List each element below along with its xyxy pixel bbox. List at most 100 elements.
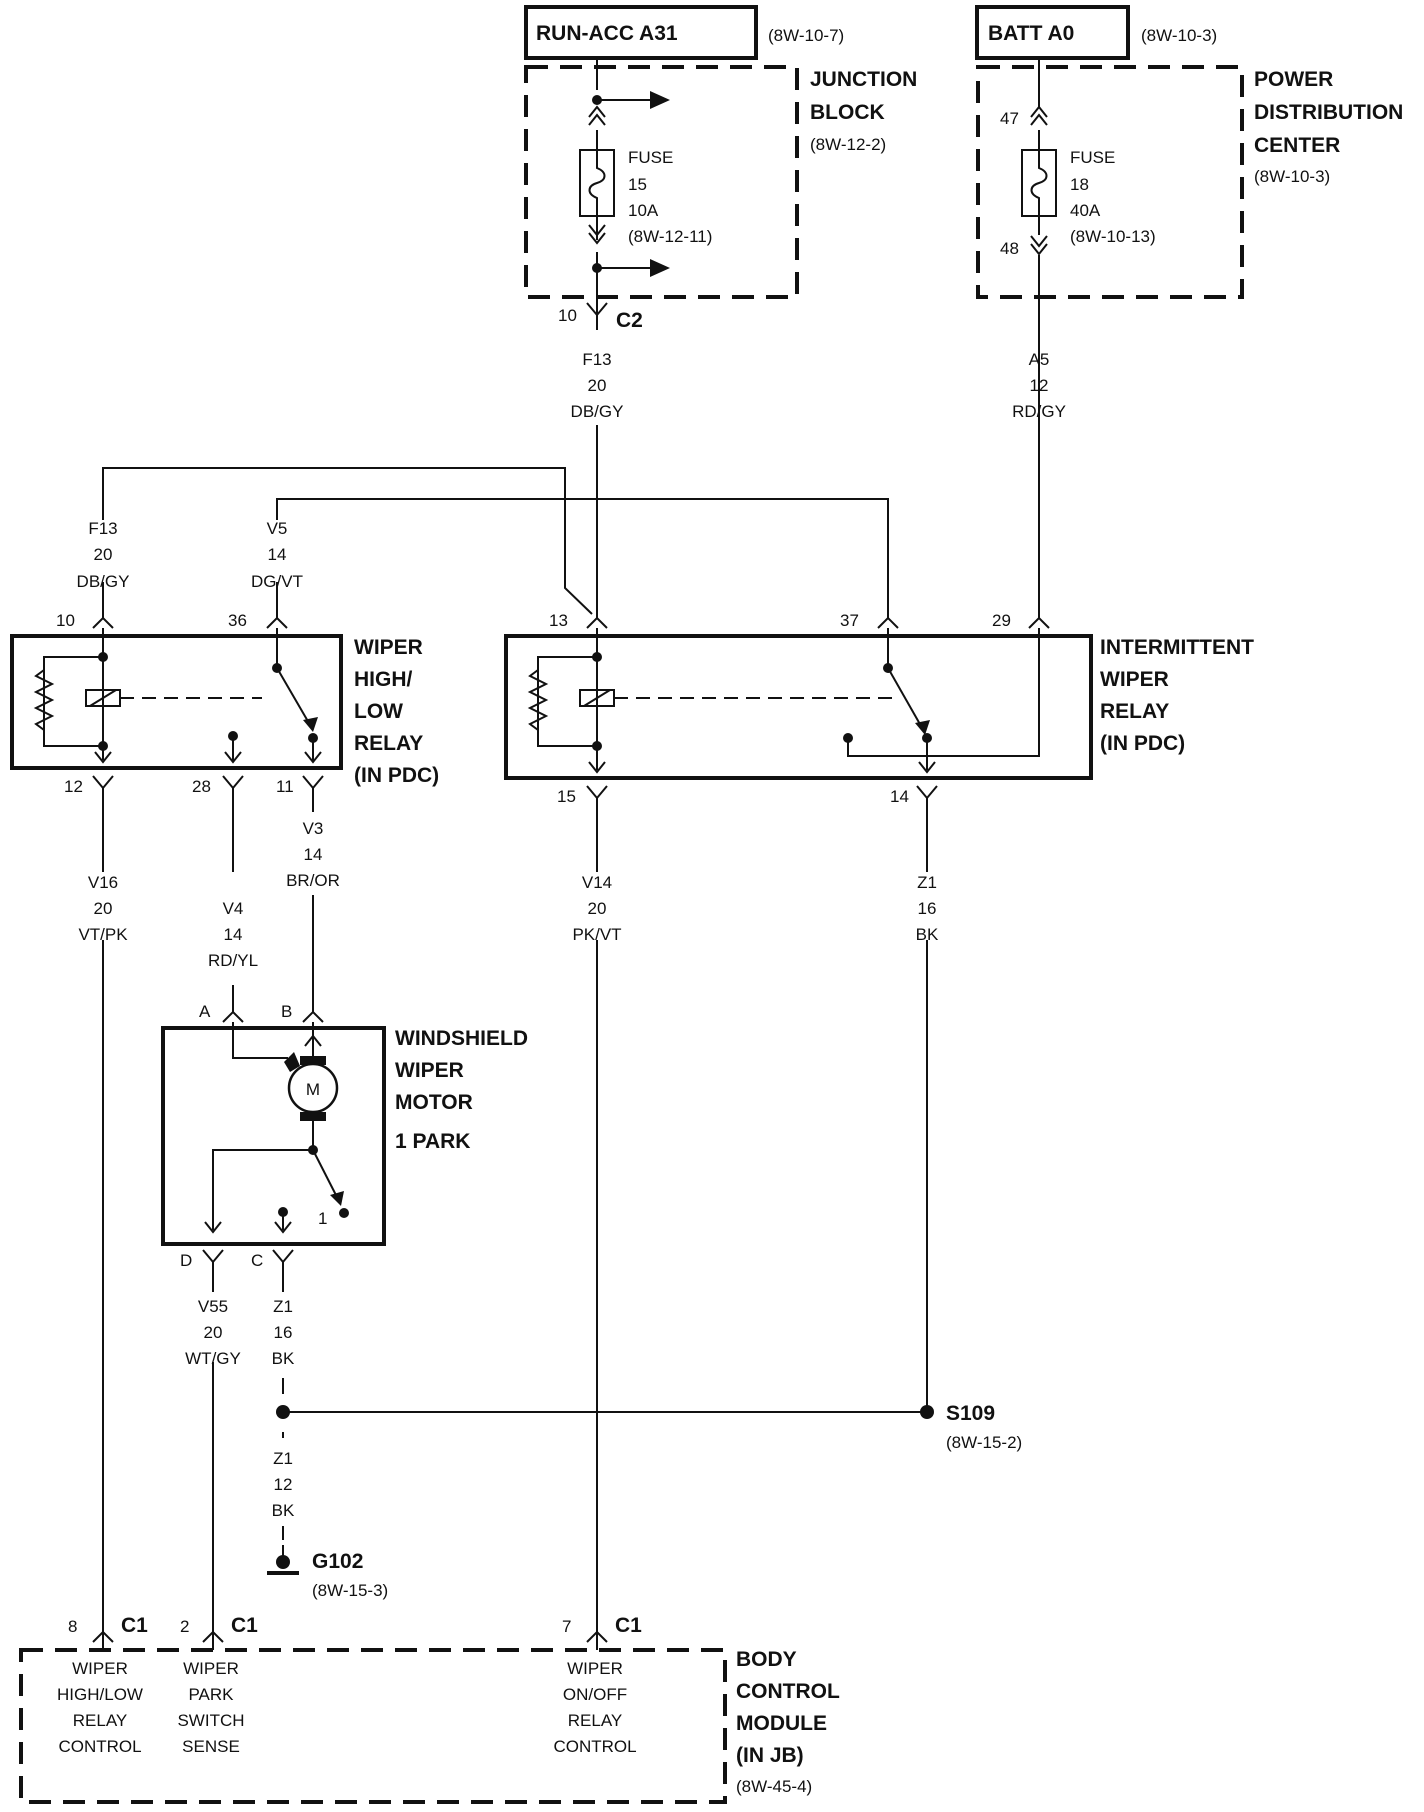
hl-resistor-loop (43, 656, 103, 747)
jb-bottom-arrow (650, 259, 670, 277)
bcm-pin-7-line-4: CONTROL (553, 1737, 636, 1756)
motor-pin-b: B (281, 1002, 292, 1021)
int-coil-slash (583, 689, 611, 707)
bcm-pin-2-connector: C1 (231, 1614, 258, 1637)
c2-connector-symbol (586, 302, 608, 317)
wire-f13-to-hl-relay (102, 467, 593, 615)
wire-z1-bk-code: Z1 (917, 873, 937, 892)
wire-v3-gauge: 14 (304, 845, 323, 864)
wire-v3-code: V3 (303, 819, 324, 838)
wire-z1-ground-gauge: 12 (274, 1475, 293, 1494)
int-pin37-label: 37 (840, 611, 859, 630)
wire-v14-gauge: 20 (588, 899, 607, 918)
fuse-15-text-2: 15 (628, 175, 647, 194)
splice-s109-ref: (8W-15-2) (946, 1433, 1022, 1452)
int-contact-return (847, 628, 1040, 757)
bcm-pin-2-number: 2 (180, 1617, 189, 1636)
bcm-title-1: BODY (736, 1648, 797, 1671)
pdc-outline (976, 65, 1244, 299)
hl-relay-title-5: (IN PDC) (354, 764, 439, 787)
c2-label: C2 (616, 309, 643, 332)
wire-v16-gauge: 20 (94, 899, 113, 918)
wire-v55-color: WT/GY (185, 1349, 241, 1368)
wire-label-f13-left: F13 20 DB/GY (77, 519, 130, 591)
int-pin29-connector (1028, 616, 1050, 629)
wire-a5-color: RD/GY (1012, 402, 1066, 421)
junction-block-ref: (8W-12-2) (810, 135, 886, 154)
c2-pin: 10 (558, 306, 577, 325)
motor-title-1: WINDSHIELD (395, 1027, 528, 1050)
int-pin13-connector (586, 616, 608, 629)
fuse-18-text-3: 40A (1070, 201, 1101, 220)
run-acc-ref: (8W-10-7) (768, 26, 844, 45)
int-pin29-label: 29 (992, 611, 1011, 630)
bcm-connectors (92, 1630, 608, 1643)
wire-v5-gauge: 14 (268, 545, 287, 564)
motor-brush-bottom (300, 1112, 326, 1121)
bcm-pin-2-line-3: SWITCH (177, 1711, 244, 1730)
ground-g102: G102 (8W-15-3) (267, 1545, 388, 1600)
pdc-out-connector (1030, 235, 1048, 256)
batt-ref: (8W-10-3) (1141, 26, 1217, 45)
hl-switch-arrow (303, 717, 318, 732)
bcm-pin-2-line-2: PARK (188, 1685, 234, 1704)
int-relay-title-2: WIPER (1100, 668, 1169, 691)
ground-ref: (8W-15-3) (312, 1581, 388, 1600)
motor-top-connectors (222, 1010, 324, 1023)
int-relay-title-3: RELAY (1100, 700, 1169, 723)
motor-bottom-connectors (202, 1249, 294, 1264)
wire-label-z1-ground: Z1 12 BK (272, 1449, 295, 1520)
bcm-pin-8-line-2: HIGH/LOW (57, 1685, 143, 1704)
bcm-pin-7-line-3: RELAY (568, 1711, 623, 1730)
fuse-18-element (1030, 150, 1048, 216)
hl-relay-title-3: LOW (354, 700, 403, 723)
int-pin14-label: 14 (890, 787, 909, 806)
motor-brush-a (284, 1052, 300, 1072)
hl-resistor-zigzag (33, 669, 55, 731)
bcm-pin-8-number: 8 (68, 1617, 77, 1636)
ground-bar (267, 1571, 299, 1575)
hl-relay-title-1: WIPER (354, 636, 423, 659)
jb-top-arrow (650, 91, 670, 109)
bcm-pin-8-line-1: WIPER (72, 1659, 128, 1678)
hl-pin11-label: 11 (276, 777, 294, 796)
wire-z1-motor-color: BK (272, 1349, 295, 1368)
bcm-pin-7-line-1: WIPER (567, 1659, 623, 1678)
batt-source: BATT A0 (8W-10-3) (975, 5, 1217, 60)
pdc-pin-out: 48 (1000, 239, 1019, 258)
int-resistor-loop (537, 656, 597, 747)
wire-z1-ground-code: Z1 (273, 1449, 293, 1468)
hl-pin36-label: 36 (228, 611, 247, 630)
int-pin37-connector (877, 616, 899, 629)
bcm-pin-2-line-1: WIPER (183, 1659, 239, 1678)
bcm-title-2: CONTROL (736, 1680, 840, 1703)
int-pin15-label: 15 (557, 787, 576, 806)
int-bottom-arrows (588, 761, 936, 774)
bcm-ref: (8W-45-4) (736, 1777, 812, 1796)
motor-title-2: WIPER (395, 1059, 464, 1082)
int-switch-arm (887, 667, 926, 734)
motor-symbol: M (306, 1080, 320, 1099)
run-acc-label: RUN-ACC A31 (536, 22, 678, 45)
windshield-wiper-motor: A B M 1 D C WINDSHIELD WIPER MOTOR 1 PAR… (161, 1002, 528, 1270)
splice-s109-label: S109 (946, 1402, 995, 1425)
hl-relay-title-2: HIGH/ (354, 668, 413, 691)
int-relay-title-4: (IN PDC) (1100, 732, 1185, 755)
hl-coil-slash (89, 689, 117, 707)
hl-relay-title-4: RELAY (354, 732, 423, 755)
jb-in-connector (588, 105, 606, 126)
wire-z1-motor-code: Z1 (273, 1297, 293, 1316)
int-bottom-connectors (586, 785, 938, 800)
wire-label-f13-top: F13 20 DB/GY (571, 350, 624, 421)
wire-label-v16: V16 20 VT/PK (78, 873, 128, 944)
motor-park-d-wire (212, 1149, 313, 1230)
int-relay-box (504, 634, 1093, 780)
int-relay-title-1: INTERMITTENT (1100, 636, 1254, 659)
hl-pin36-connector (266, 616, 288, 629)
wire-v14-color: PK/VT (572, 925, 621, 944)
bcm-pin-7: 7 C1 WIPER ON/OFF RELAY CONTROL (553, 1614, 642, 1756)
wire-label-v4: V4 14 RD/YL (208, 899, 258, 970)
wire-label-z1-motor: Z1 16 BK (272, 1297, 295, 1368)
wire-v5-code: V5 (267, 519, 288, 538)
